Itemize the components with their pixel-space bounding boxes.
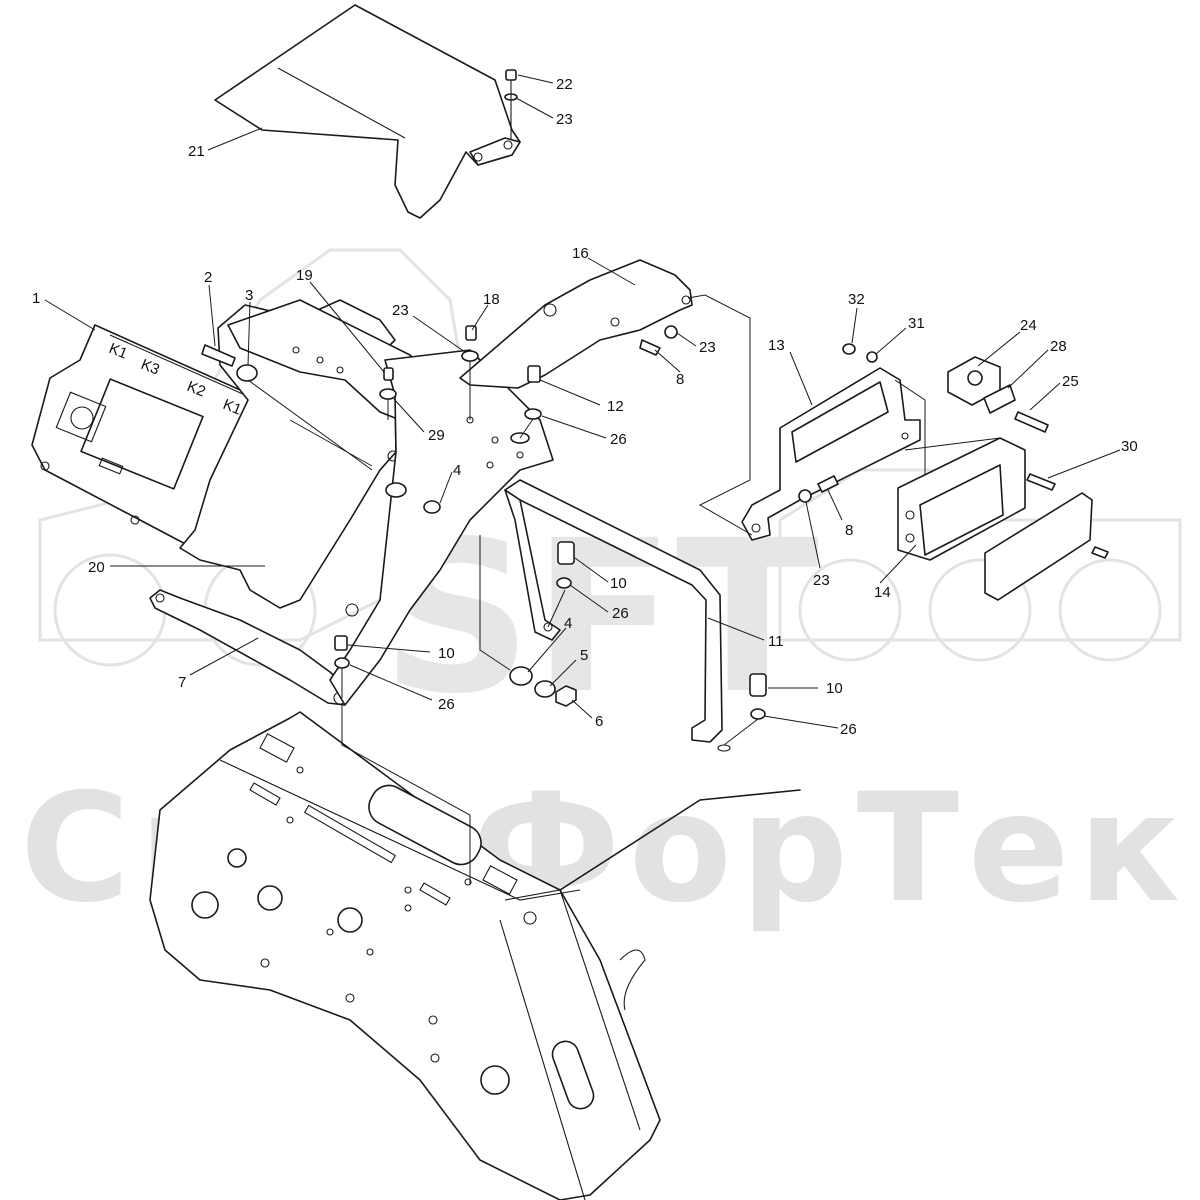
callout-23: 23 xyxy=(699,339,716,356)
callout-4: 4 xyxy=(564,615,572,632)
washer-26 xyxy=(334,657,350,669)
callout-19: 19 xyxy=(296,267,313,284)
callout-26: 26 xyxy=(438,696,455,713)
washer-5 xyxy=(534,680,556,698)
panel-label-k3: K3 xyxy=(139,356,162,379)
watermark-wheel xyxy=(928,558,1032,662)
callout-23: 23 xyxy=(392,302,409,319)
fasteners xyxy=(201,69,1109,720)
lid-screw xyxy=(1091,546,1109,559)
callout-25: 25 xyxy=(1062,373,1079,390)
bolt-22 xyxy=(505,69,517,81)
callout-6: 6 xyxy=(595,713,603,730)
callout-10: 10 xyxy=(826,680,843,697)
assembly-lines xyxy=(247,294,1001,885)
callout-26: 26 xyxy=(840,721,857,738)
washer-29 xyxy=(379,388,397,400)
washer-26 xyxy=(524,408,542,420)
callout-7: 7 xyxy=(178,674,186,691)
washer-26 xyxy=(750,708,766,720)
callout-numbers: 22 23 21 1 2 3 19 23 18 16 12 26 29 23 8… xyxy=(32,76,1138,738)
watermark-wheel xyxy=(53,553,167,667)
callout-23: 23 xyxy=(813,572,830,589)
bolt-10 xyxy=(334,635,348,651)
callout-8: 8 xyxy=(845,522,853,539)
washer-23 xyxy=(798,489,812,503)
callout-21: 21 xyxy=(188,143,205,160)
slot-hole xyxy=(551,1040,595,1110)
nut-6 xyxy=(555,685,577,707)
callout-16: 16 xyxy=(572,245,589,262)
watermark-wheel xyxy=(1058,558,1162,662)
part-21-top-cover xyxy=(214,4,521,219)
part-24-clamp xyxy=(947,356,1001,406)
callout-3: 3 xyxy=(245,287,253,304)
nut-32 xyxy=(842,343,856,355)
part-14-box xyxy=(897,437,1026,561)
washer-23 xyxy=(461,350,479,362)
bolt-10 xyxy=(749,673,767,697)
callout-4: 4 xyxy=(453,462,461,479)
grommet-4 xyxy=(385,482,407,498)
washer-26 xyxy=(556,577,572,589)
callout-13: 13 xyxy=(768,337,785,354)
slot-hole xyxy=(368,784,482,866)
callout-30: 30 xyxy=(1121,438,1138,455)
washer-31 xyxy=(866,351,878,363)
bolt-25 xyxy=(1014,411,1049,433)
callout-1: 1 xyxy=(32,290,40,307)
machine-frame xyxy=(149,711,801,1200)
callout-23: 23 xyxy=(556,111,573,128)
bolt-8 xyxy=(639,339,661,356)
panel-label-k2: K2 xyxy=(185,378,208,401)
callout-20: 20 xyxy=(88,559,105,576)
part-center-plate xyxy=(329,349,554,706)
callout-11: 11 xyxy=(768,633,784,650)
callout-10: 10 xyxy=(610,575,627,592)
washer-23 xyxy=(664,325,678,339)
bolt-10 xyxy=(557,541,575,565)
callout-31: 31 xyxy=(908,315,925,332)
part-13-bracket xyxy=(741,367,921,541)
callout-22: 22 xyxy=(556,76,573,93)
callout-12: 12 xyxy=(607,398,624,415)
grommet-4 xyxy=(509,666,533,686)
callout-26: 26 xyxy=(612,605,629,622)
panel-label-k1-top: K1 xyxy=(107,340,130,363)
grommet-4-cap xyxy=(423,500,441,514)
bolt-18 xyxy=(465,325,477,341)
callout-leaders xyxy=(44,74,1121,729)
watermark-wheel xyxy=(798,558,902,662)
callout-28: 28 xyxy=(1050,338,1067,355)
callout-24: 24 xyxy=(1020,317,1037,334)
callout-14: 14 xyxy=(874,584,891,601)
bolt-12 xyxy=(527,365,541,383)
callout-10: 10 xyxy=(438,645,455,662)
bolt-30 xyxy=(1026,473,1056,491)
part-16-upper-bracket xyxy=(459,259,693,389)
part-28-clamp-plate xyxy=(983,384,1016,414)
bolt-19 xyxy=(383,367,394,381)
bolt-8 xyxy=(817,475,839,493)
panel-label-k1-side: K1 xyxy=(221,396,244,419)
washer-3 xyxy=(236,364,258,382)
part-lid-plate xyxy=(984,492,1093,601)
callout-2: 2 xyxy=(204,269,212,286)
callout-5: 5 xyxy=(580,647,588,664)
callout-18: 18 xyxy=(483,291,500,308)
callout-8: 8 xyxy=(676,371,684,388)
callout-29: 29 xyxy=(428,427,445,444)
callout-26: 26 xyxy=(610,431,627,448)
callout-32: 32 xyxy=(848,291,865,308)
bolt-2 xyxy=(201,344,236,367)
